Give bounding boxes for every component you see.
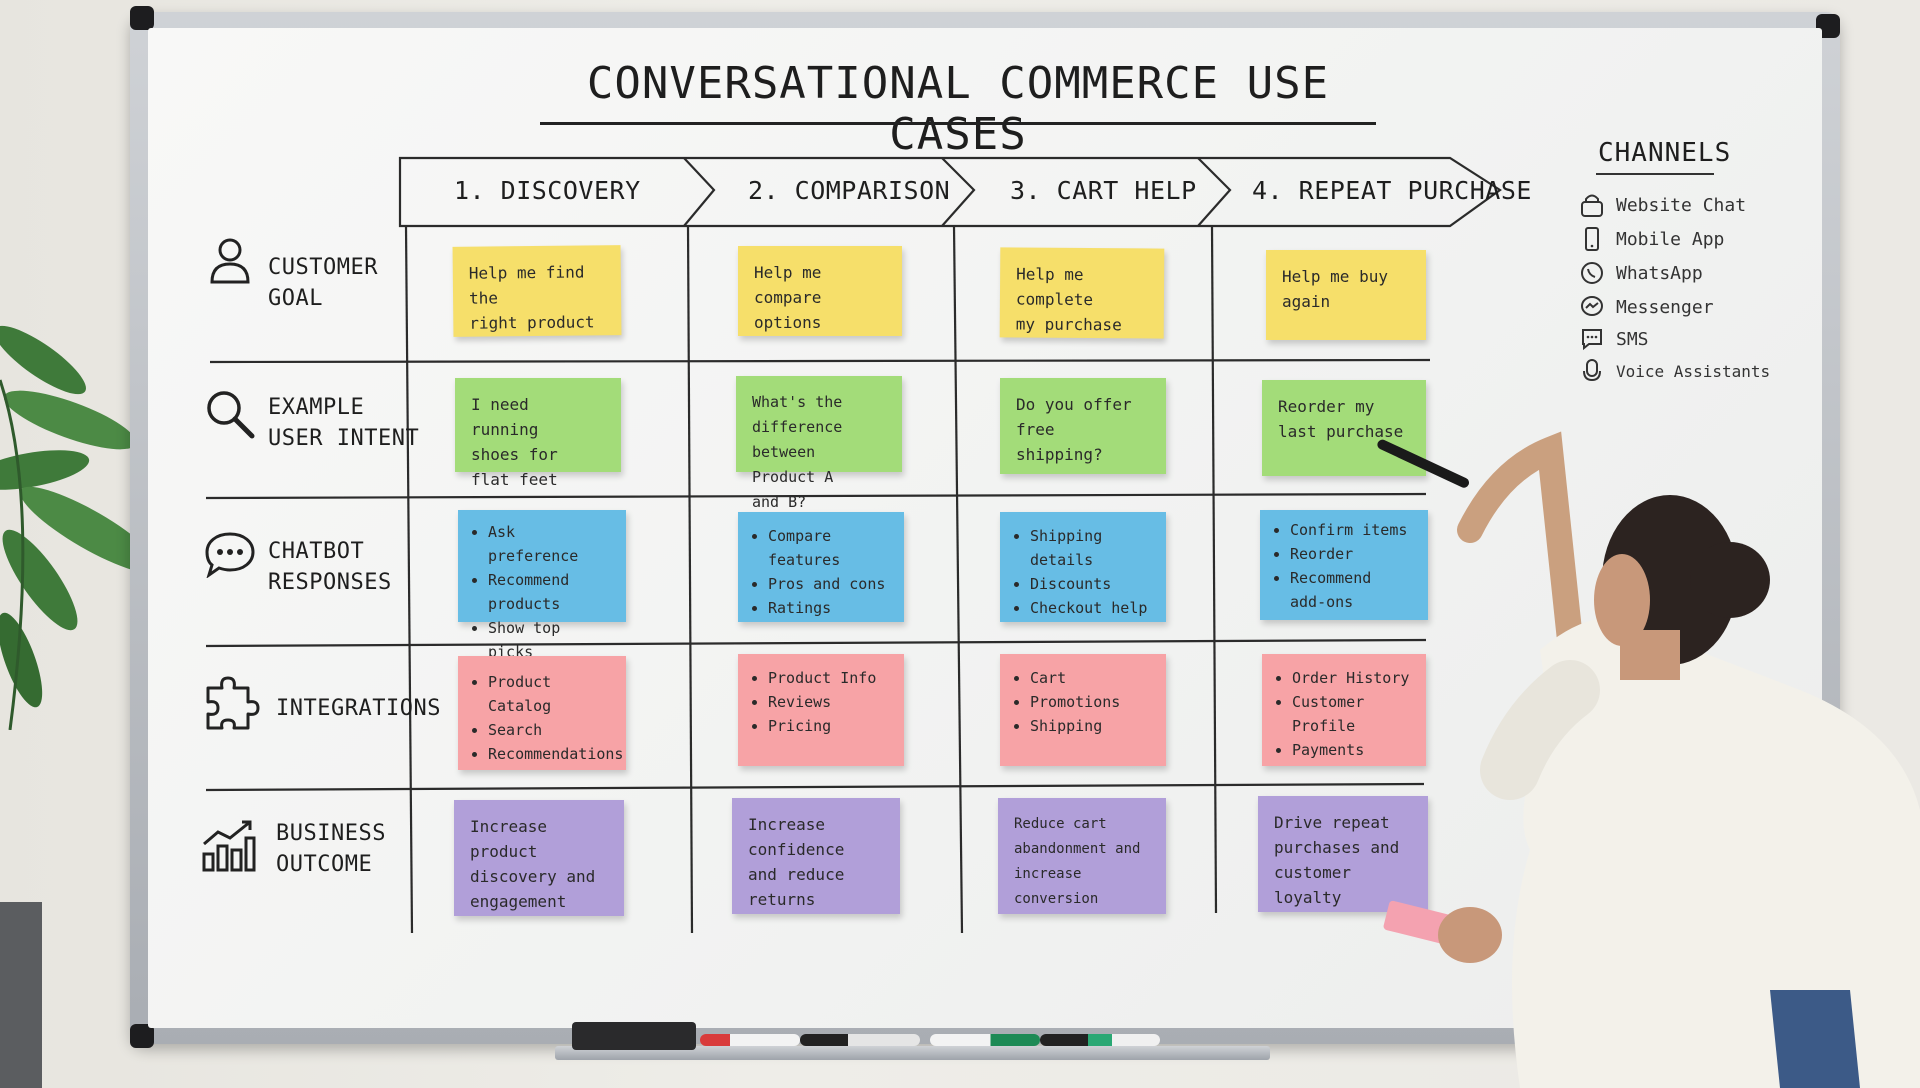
stage-header-cart-help: 3. CART HELP <box>1010 176 1197 205</box>
note-responses-repeat-purchase: Confirm itemsReorderRecommend add-ons <box>1260 510 1428 620</box>
lock-chat-icon <box>1581 194 1603 217</box>
whiteboard-eraser[interactable] <box>572 1022 696 1050</box>
note-integrations-comparison: Product InfoReviewsPricing <box>738 654 904 766</box>
stage-header-repeat-purchase: 4. REPEAT PURCHASE <box>1252 176 1532 205</box>
puzzle-piece-icon <box>206 676 260 730</box>
note-integrations-cart-help: CartPromotionsShipping <box>1000 654 1166 766</box>
person-writing <box>1377 431 1920 1088</box>
note-responses-discovery: Ask preferenceRecommend productsShow top… <box>458 510 626 661</box>
green-marker[interactable] <box>930 1034 1040 1046</box>
chat-bubble-icon <box>205 532 255 578</box>
whatsapp-icon <box>1581 262 1603 284</box>
channels-underline <box>1596 173 1714 175</box>
teal-marker[interactable] <box>1040 1034 1160 1046</box>
note-responses-comparison: Compare featuresPros and consRatings <box>738 512 904 622</box>
stage-header-comparison: 2. COMPARISON <box>748 176 951 205</box>
note-integrations-repeat-purchase: Order HistoryCustomer ProfilePayments <box>1262 654 1426 766</box>
growth-chart-icon <box>202 820 256 872</box>
row-label-integrations: INTEGRATIONS <box>276 696 441 721</box>
board-title: CONVERSATIONAL COMMERCE USE CASES <box>586 58 1330 160</box>
grid-lines <box>205 156 1502 934</box>
channel-whatsapp: WhatsApp <box>1580 260 1703 286</box>
channel-voice-assistants: Voice Assistants <box>1580 358 1770 384</box>
whiteboard: CONVERSATIONAL COMMERCE USE CASES 1. DIS… <box>148 28 1822 1028</box>
phone-icon <box>1585 227 1599 251</box>
title-underline <box>540 122 1376 125</box>
note-responses-cart-help: Shipping detailsDiscountsCheckout help <box>1000 512 1166 622</box>
frame-corner <box>130 1024 154 1048</box>
magnifier-icon <box>207 391 255 439</box>
sms-icon <box>1582 329 1602 351</box>
channel-mobile-app: Mobile App <box>1580 226 1724 252</box>
black-marker[interactable] <box>800 1034 920 1046</box>
plant-leaves <box>0 325 160 730</box>
stage-header-discovery: 1. DISCOVERY <box>454 176 641 205</box>
microphone-icon <box>1583 359 1601 382</box>
messenger-icon <box>1581 296 1603 316</box>
channel-sms: SMS <box>1580 326 1649 352</box>
channel-messenger: Messenger <box>1580 294 1714 320</box>
channels-title: CHANNELS <box>1598 138 1732 168</box>
plant-pot <box>0 902 42 1088</box>
note-integrations-discovery: Product CatalogSearchRecommendations <box>458 656 626 770</box>
marker-tray <box>555 1046 1270 1060</box>
channel-website-chat: Website Chat <box>1580 192 1746 218</box>
red-marker[interactable] <box>700 1034 800 1046</box>
person-icon <box>210 238 250 284</box>
frame-corner <box>130 6 154 30</box>
